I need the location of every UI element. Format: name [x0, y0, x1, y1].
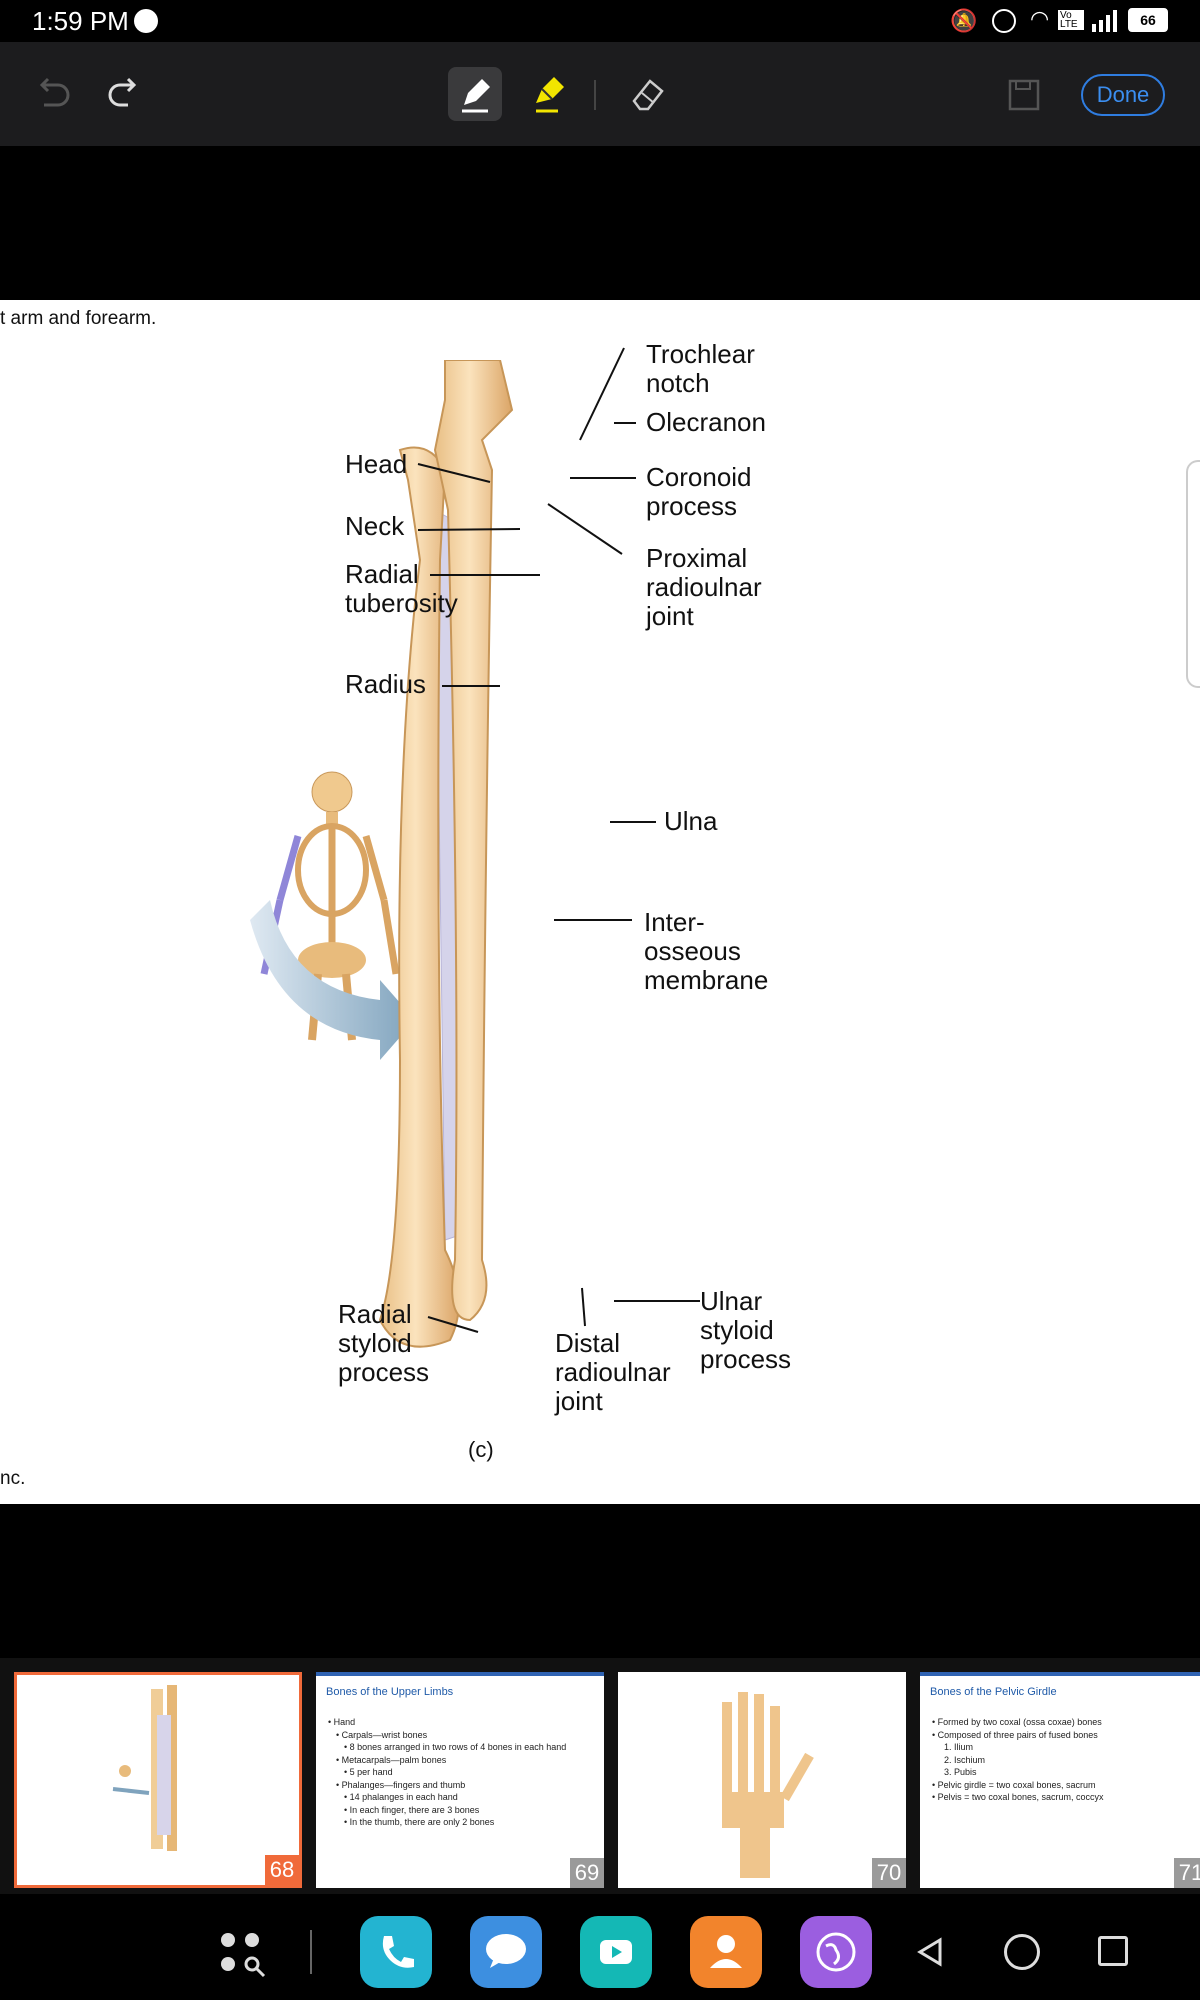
thumbnail-forearm-art	[112, 1685, 177, 1851]
browser-app-icon[interactable]	[800, 1916, 872, 1988]
eraser-tool-button[interactable]	[620, 67, 674, 121]
thumbnail-text: • Hand • Carpals—wrist bones • 8 bones a…	[328, 1717, 567, 1827]
thumbnail-title: Bones of the Upper Limbs	[326, 1686, 454, 1698]
undo-button[interactable]	[26, 67, 80, 121]
done-button[interactable]: Done	[1081, 74, 1165, 116]
recents-icon[interactable]	[1098, 1936, 1128, 1966]
pen-tool-button[interactable]	[448, 67, 502, 121]
slide-caption-top: t arm and forearm.	[0, 308, 157, 329]
battery-indicator: 66	[1128, 8, 1168, 32]
label-radius: Radius	[345, 669, 426, 699]
slide-thumbnail-70[interactable]: 70	[618, 1672, 906, 1888]
signal-icon	[1090, 10, 1118, 32]
phone-app-icon[interactable]	[360, 1916, 432, 1988]
navigation-bar	[0, 1894, 1200, 2000]
thumbnail-number: 68	[265, 1855, 299, 1885]
slide-thumbnail-69[interactable]: Bones of the Upper Limbs • Hand • Carpal…	[316, 1672, 604, 1888]
back-icon[interactable]	[912, 1934, 948, 1970]
leader-lines	[417, 347, 700, 1333]
slide-caption-bottom: nc.	[0, 1468, 26, 1489]
video-app-icon[interactable]	[580, 1916, 652, 1988]
thumbnail-number: 70	[872, 1858, 906, 1888]
slide-thumbnail-68[interactable]: 68	[14, 1672, 302, 1888]
messages-app-icon[interactable]	[470, 1916, 542, 1988]
slide-thumbnail-71[interactable]: Bones of the Pelvic Girdle • Formed by t…	[920, 1672, 1200, 1888]
side-scroll-handle[interactable]	[1186, 460, 1200, 688]
thumbnail-title: Bones of the Pelvic Girdle	[930, 1686, 1057, 1698]
thumbnail-number: 69	[570, 1858, 604, 1888]
forearm-illustration	[250, 360, 514, 1348]
dnd-icon	[992, 9, 1016, 33]
thumbnail-text: • Formed by two coxal (ossa coxae) bones…	[932, 1717, 1104, 1802]
slide-canvas: t arm and forearm. nc.	[0, 300, 1200, 1504]
mute-icon: 🔕	[950, 8, 978, 33]
label-olecranon: Olecranon	[646, 407, 766, 437]
toolbar-divider	[594, 80, 596, 110]
label-ulna: Ulna	[664, 806, 718, 836]
dock-divider	[310, 1930, 312, 1974]
slide-thumbnail-strip: 68 Bones of the Upper Limbs • Hand • Car…	[0, 1658, 1200, 1894]
app-drawer-search-icon[interactable]	[216, 1928, 268, 1980]
messenger-icon	[134, 9, 158, 33]
home-icon[interactable]	[1004, 1934, 1040, 1970]
radius-bone	[378, 446, 460, 1348]
wifi-icon: ◠	[1030, 6, 1050, 31]
ulna-bone	[433, 360, 514, 1322]
label-neck: Neck	[345, 511, 405, 541]
label-head: Head	[345, 449, 408, 479]
battery-level: 66	[1140, 12, 1156, 28]
thumbnail-hand-art	[722, 1692, 814, 1878]
thumbnail-number: 71	[1174, 1858, 1200, 1888]
redo-button[interactable]	[98, 67, 152, 121]
status-time: 1:59 PM	[32, 6, 129, 36]
save-icon[interactable]	[996, 67, 1050, 121]
status-bar: 1:59 PM 🔕 ◠ Vo LTE 66	[0, 0, 1200, 42]
network-badge: Vo LTE	[1058, 10, 1084, 30]
figure-letter: (c)	[468, 1437, 494, 1462]
arrow-to-forearm	[250, 900, 415, 1060]
highlighter-tool-button[interactable]	[522, 67, 576, 121]
annotation-toolbar: Done	[0, 42, 1200, 146]
contacts-app-icon[interactable]	[690, 1916, 762, 1988]
